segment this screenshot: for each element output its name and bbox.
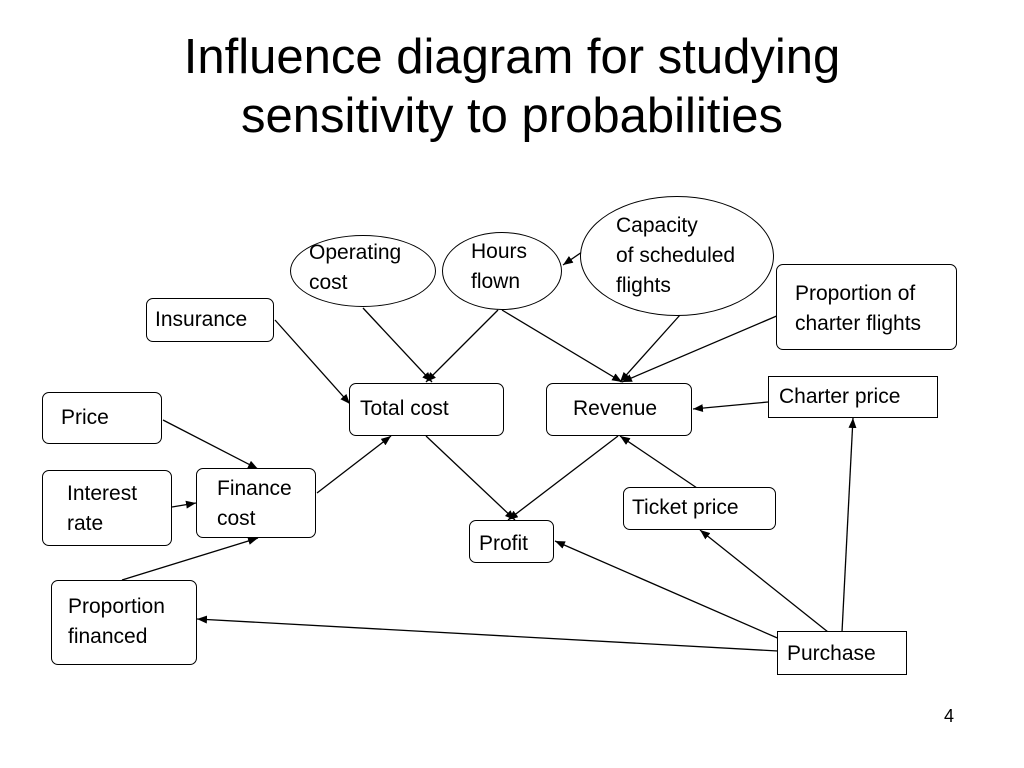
node-purchase: Purchase [777,631,907,675]
arrow-ticket-price-to-revenue [619,435,698,489]
arrow-total-cost-to-profit [425,435,516,521]
node-operating-cost-label: Operating cost [309,241,402,294]
arrow-hours-flown-to-revenue [501,309,623,383]
node-revenue-label: Revenue [573,397,658,420]
node-ticket-price-label: Ticket price [632,496,739,519]
arrow-purchase-to-proportion-financed [196,615,779,652]
node-price-label: Price [61,406,109,429]
node-finance-cost-label: Finance cost [217,477,292,530]
arrow-interest-rate-to-finance-cost [171,500,197,509]
node-charter-price-label: Charter price [779,385,901,408]
node-operating-cost: Operating cost [290,235,436,307]
node-capacity-label: Capacity of scheduled flights [616,214,736,297]
node-proportion-charter-label: Proportion of charter flights [795,282,922,335]
arrow-purchase-to-ticket-price [699,529,829,633]
arrow-operating-cost-to-total-cost [362,307,433,383]
arrow-proportion-financed-to-finance-cost [121,537,259,581]
arrow-purchase-to-profit [554,540,783,641]
node-insurance: Insurance [146,298,274,342]
arrow-price-to-finance-cost [162,419,259,470]
node-proportion-of-charter-flights: Proportion of charter flights [776,264,957,350]
arrow-insurance-to-total-cost [274,319,351,405]
arrow-revenue-to-profit [507,435,619,521]
node-charter-price: Charter price [768,376,938,418]
slide-title: Influence diagram for studying sensitivi… [0,28,1024,146]
node-insurance-label: Insurance [155,308,248,331]
node-price: Price [42,392,162,444]
node-total-cost: Total cost [349,383,504,436]
node-interest-rate-label: Interest rate [67,482,138,535]
node-capacity-of-scheduled-flights: Capacity of scheduled flights [580,196,774,316]
arrow-capacity-to-hours-flown [562,251,583,266]
arrow-purchase-to-charter-price [841,417,857,633]
node-finance-cost: Finance cost [196,468,316,538]
node-hours-flown: Hours flown [442,232,562,310]
node-profit: Profit [469,520,554,563]
arrow-proportion-charter-to-revenue [621,311,787,383]
arrow-capacity-to-revenue [619,314,681,383]
node-ticket-price: Ticket price [623,487,776,530]
node-interest-rate: Interest rate [42,470,172,546]
node-revenue: Revenue [546,383,692,436]
node-hours-flown-label: Hours flown [471,240,528,293]
title-line-2: sensitivity to probabilities [241,89,783,143]
arrow-hours-flown-to-total-cost [425,309,499,383]
node-proportion-financed: Proportion financed [51,580,197,665]
arrow-finance-cost-to-total-cost [316,435,392,494]
arrow-charter-price-to-revenue [692,401,769,413]
node-proportion-financed-label: Proportion financed [68,595,165,648]
node-purchase-label: Purchase [787,642,876,665]
node-profit-label: Profit [479,532,529,555]
page-number: 4 [944,706,955,726]
node-total-cost-label: Total cost [360,397,449,420]
title-line-1: Influence diagram for studying [183,30,841,84]
